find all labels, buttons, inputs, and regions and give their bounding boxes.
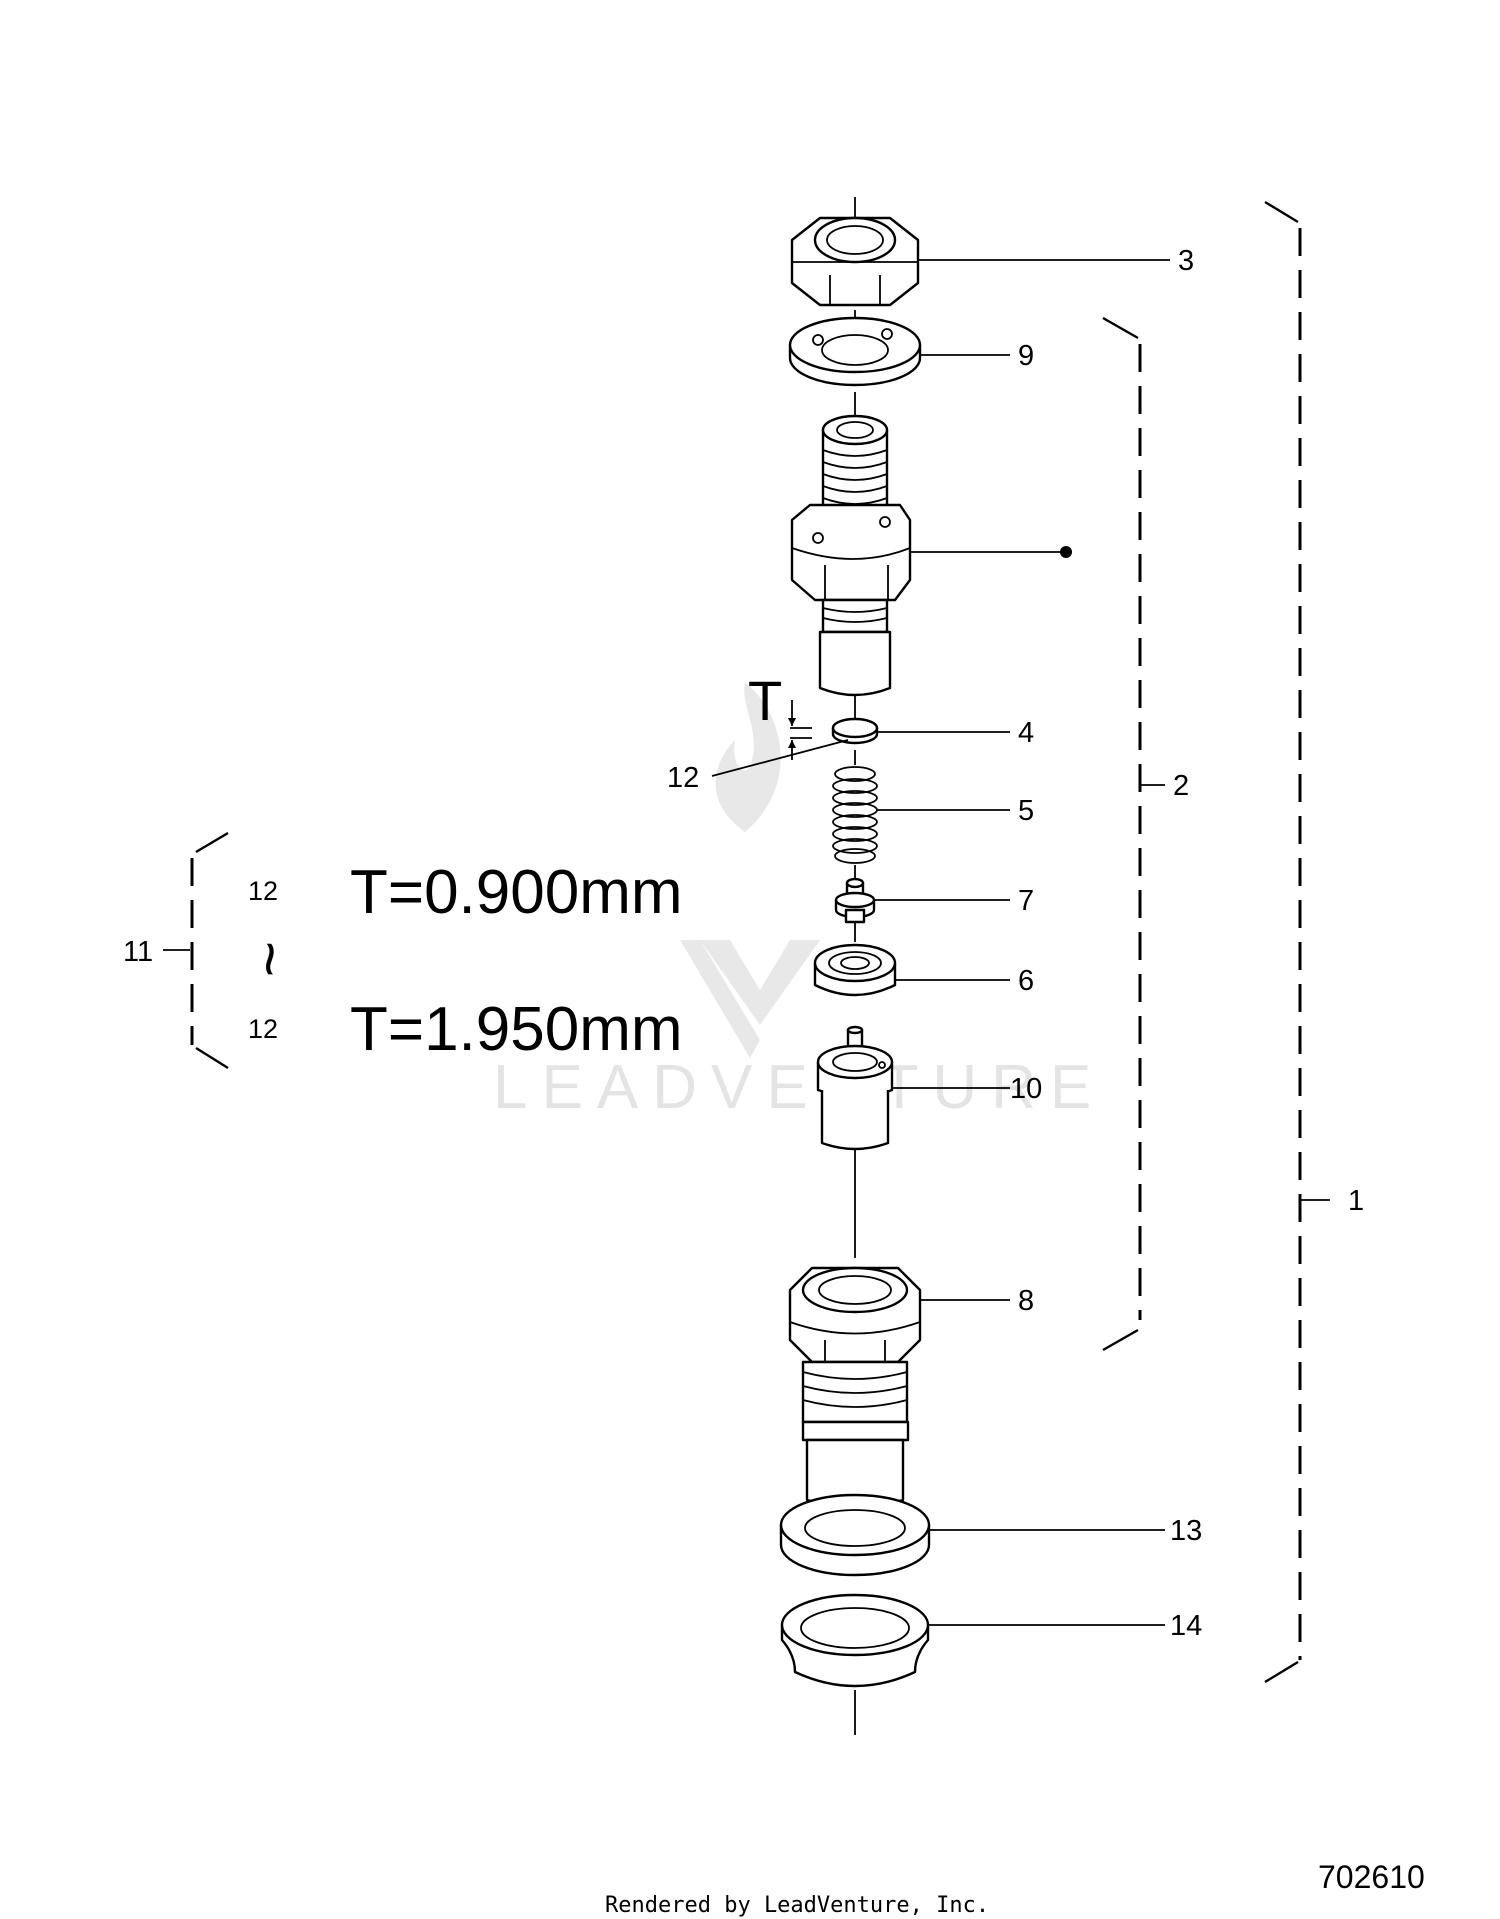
part-10-delivery-valve: [816, 1025, 894, 1151]
part-9-plate: [788, 316, 922, 387]
thickness-symbol: T: [748, 669, 782, 732]
callout-12-bottom: 12: [248, 1014, 278, 1044]
part-5-spring: [832, 766, 878, 864]
callout-10: 10: [1010, 1073, 1042, 1105]
callout-12-top: 12: [248, 876, 278, 906]
part-14-gasket-cup: [780, 1593, 930, 1688]
callout-14: 14: [1170, 1610, 1202, 1642]
footer-bar: Rendered by LeadVenture, Inc.: [605, 1893, 989, 1918]
callout-7: 7: [1018, 885, 1034, 917]
callout-1: 1: [1348, 1185, 1364, 1217]
callout-9: 9: [1018, 340, 1034, 372]
bracket-assembly-1: [1264, 200, 1302, 1684]
callout-5: 5: [1018, 795, 1034, 827]
thickness-min: T=0.900mm: [350, 858, 683, 927]
part-holder-body: [790, 414, 912, 697]
watermark-logo-icon: [680, 682, 820, 1058]
callouts: 3 9 4 12 2 5 7 6 10 1 8 13 14 11: [123, 245, 1364, 1642]
part-6-bearing-ring: [813, 943, 897, 997]
callout-6: 6: [1018, 965, 1034, 997]
part-7-stopper: [834, 877, 876, 924]
part-4-shim: [831, 717, 879, 745]
callout-8: 8: [1018, 1285, 1034, 1317]
range-mark: ~: [235, 941, 304, 977]
thickness-max: T=1.950mm: [350, 995, 683, 1064]
thickness-dimension: T: [748, 669, 812, 760]
shim-thickness-table: 12 T=0.900mm ~ 12 T=1.950mm: [235, 858, 683, 1064]
callout-12-detail: 12: [667, 762, 699, 794]
bracket-shim-set-11: [190, 831, 229, 1070]
callout-11: 11: [123, 936, 153, 968]
callout-13: 13: [1170, 1515, 1202, 1547]
callout-4: 4: [1018, 717, 1034, 749]
part-13-gasket: [779, 1493, 931, 1577]
leader-lines: [163, 259, 1330, 1626]
part-3-nut: [790, 216, 920, 307]
callout-3: 3: [1178, 245, 1194, 277]
footer-credit: Rendered by LeadVenture, Inc.: [605, 1893, 989, 1918]
callout-2: 2: [1173, 770, 1189, 802]
bracket-assembly-2: [1102, 316, 1142, 1352]
part-8-holder: [788, 1266, 922, 1509]
diagram-id: 702610: [1318, 1859, 1425, 1895]
